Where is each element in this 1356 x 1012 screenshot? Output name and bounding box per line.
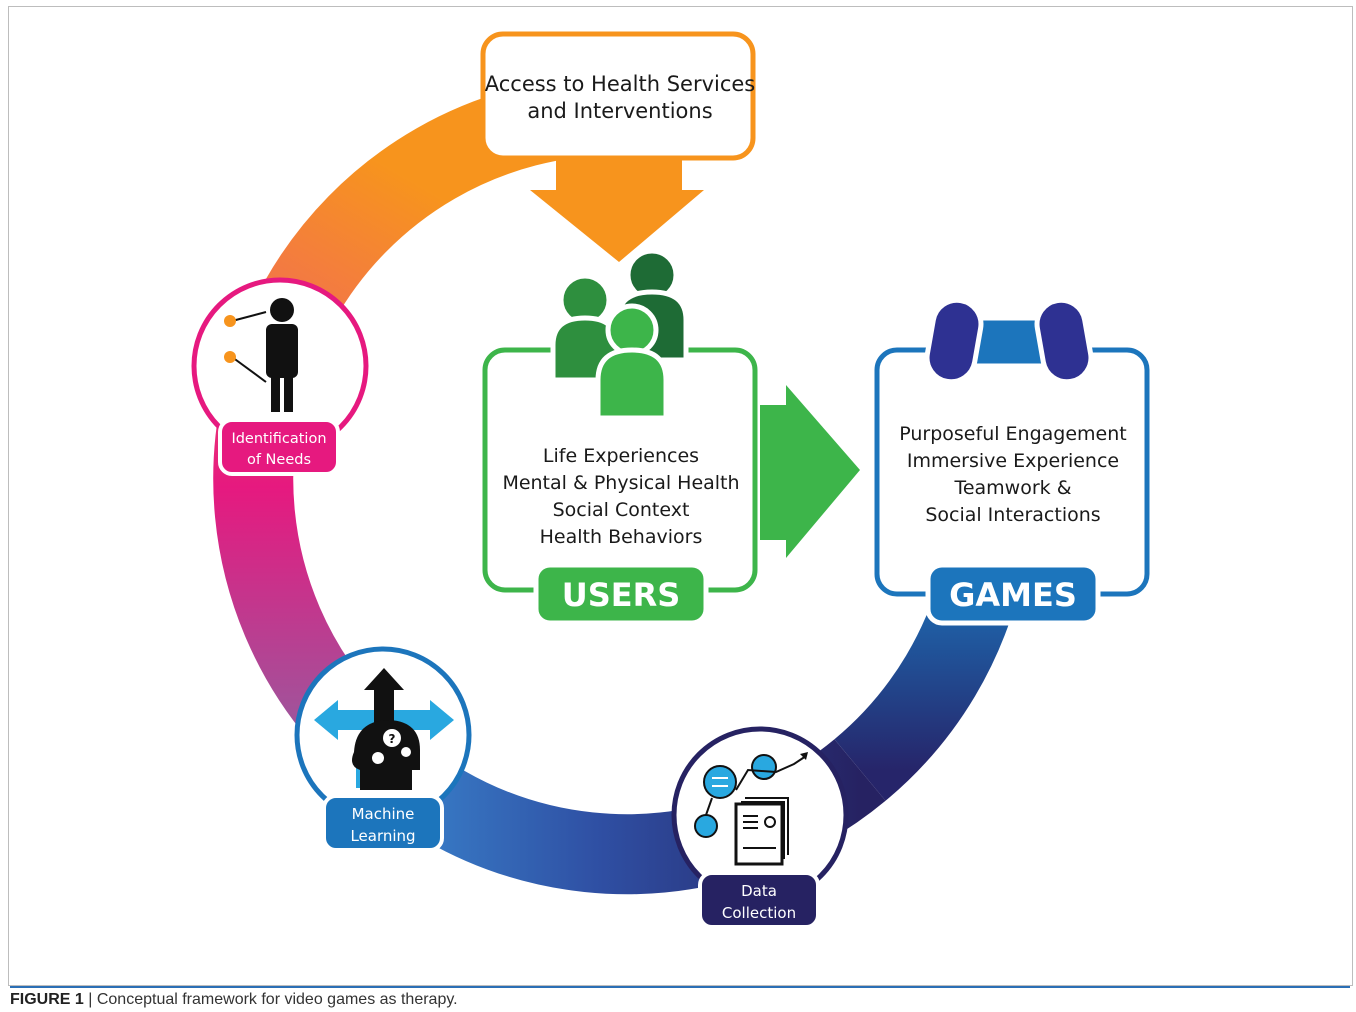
figure-frame <box>8 6 1353 986</box>
users-line-1: Life Experiences <box>543 445 699 467</box>
data-collection-line-1: Data <box>741 882 777 900</box>
machine-learning-line-2: Learning <box>350 827 415 845</box>
caption-label: FIGURE 1 <box>10 991 84 1008</box>
data-collection-label-badge <box>698 871 820 929</box>
framework-diagram: Access to Health Services and Interventi… <box>191 31 1150 929</box>
games-line-1: Purposeful Engagement <box>899 423 1127 445</box>
users-box: Life Experiences Mental & Physical Healt… <box>482 347 758 626</box>
head-gears-icon: ? <box>314 668 454 790</box>
people-group-icon <box>550 248 689 421</box>
users-line-2: Mental & Physical Health <box>502 472 739 494</box>
users-line-4: Health Behaviors <box>540 526 703 548</box>
identification-label-badge <box>218 418 340 476</box>
document-stack-icon <box>694 752 808 866</box>
data-collection-line-2: Collection <box>722 904 796 922</box>
users-label: USERS <box>562 576 681 614</box>
users-line-3: Social Context <box>553 499 690 521</box>
gamepad-icon <box>924 297 1094 385</box>
machine-learning-label-badge <box>322 794 444 852</box>
machine-learning-line-1: Machine <box>352 805 415 823</box>
access-health-services-box: Access to Health Services and Interventi… <box>480 31 756 161</box>
caption-separator: | <box>83 991 97 1008</box>
games-box: Purposeful Engagement Immersive Experien… <box>874 347 1150 626</box>
identification-of-needs-node: Identification of Needs <box>191 277 369 476</box>
orange-down-arrow <box>530 140 704 262</box>
green-right-arrow <box>760 385 860 558</box>
svg-text:?: ? <box>389 732 396 746</box>
figure-caption: FIGURE 1 | Conceptual framework for vide… <box>10 986 1350 1011</box>
users-label-badge <box>533 562 709 626</box>
games-label: GAMES <box>949 576 1077 614</box>
person-icon <box>224 298 298 412</box>
games-label-badge <box>925 562 1101 626</box>
identification-line-2: of Needs <box>247 452 311 468</box>
games-line-3: Teamwork & <box>953 477 1071 499</box>
games-line-2: Immersive Experience <box>907 450 1119 472</box>
identification-line-1: Identification <box>231 431 326 447</box>
machine-learning-node: ? Machine Learning <box>294 646 472 852</box>
games-line-4: Social Interactions <box>925 504 1100 526</box>
access-line-2: and Interventions <box>527 99 712 123</box>
caption-text: Conceptual framework for video games as … <box>96 991 458 1008</box>
data-collection-node: Data Collection <box>671 726 849 929</box>
access-line-1: Access to Health Services <box>485 72 756 96</box>
